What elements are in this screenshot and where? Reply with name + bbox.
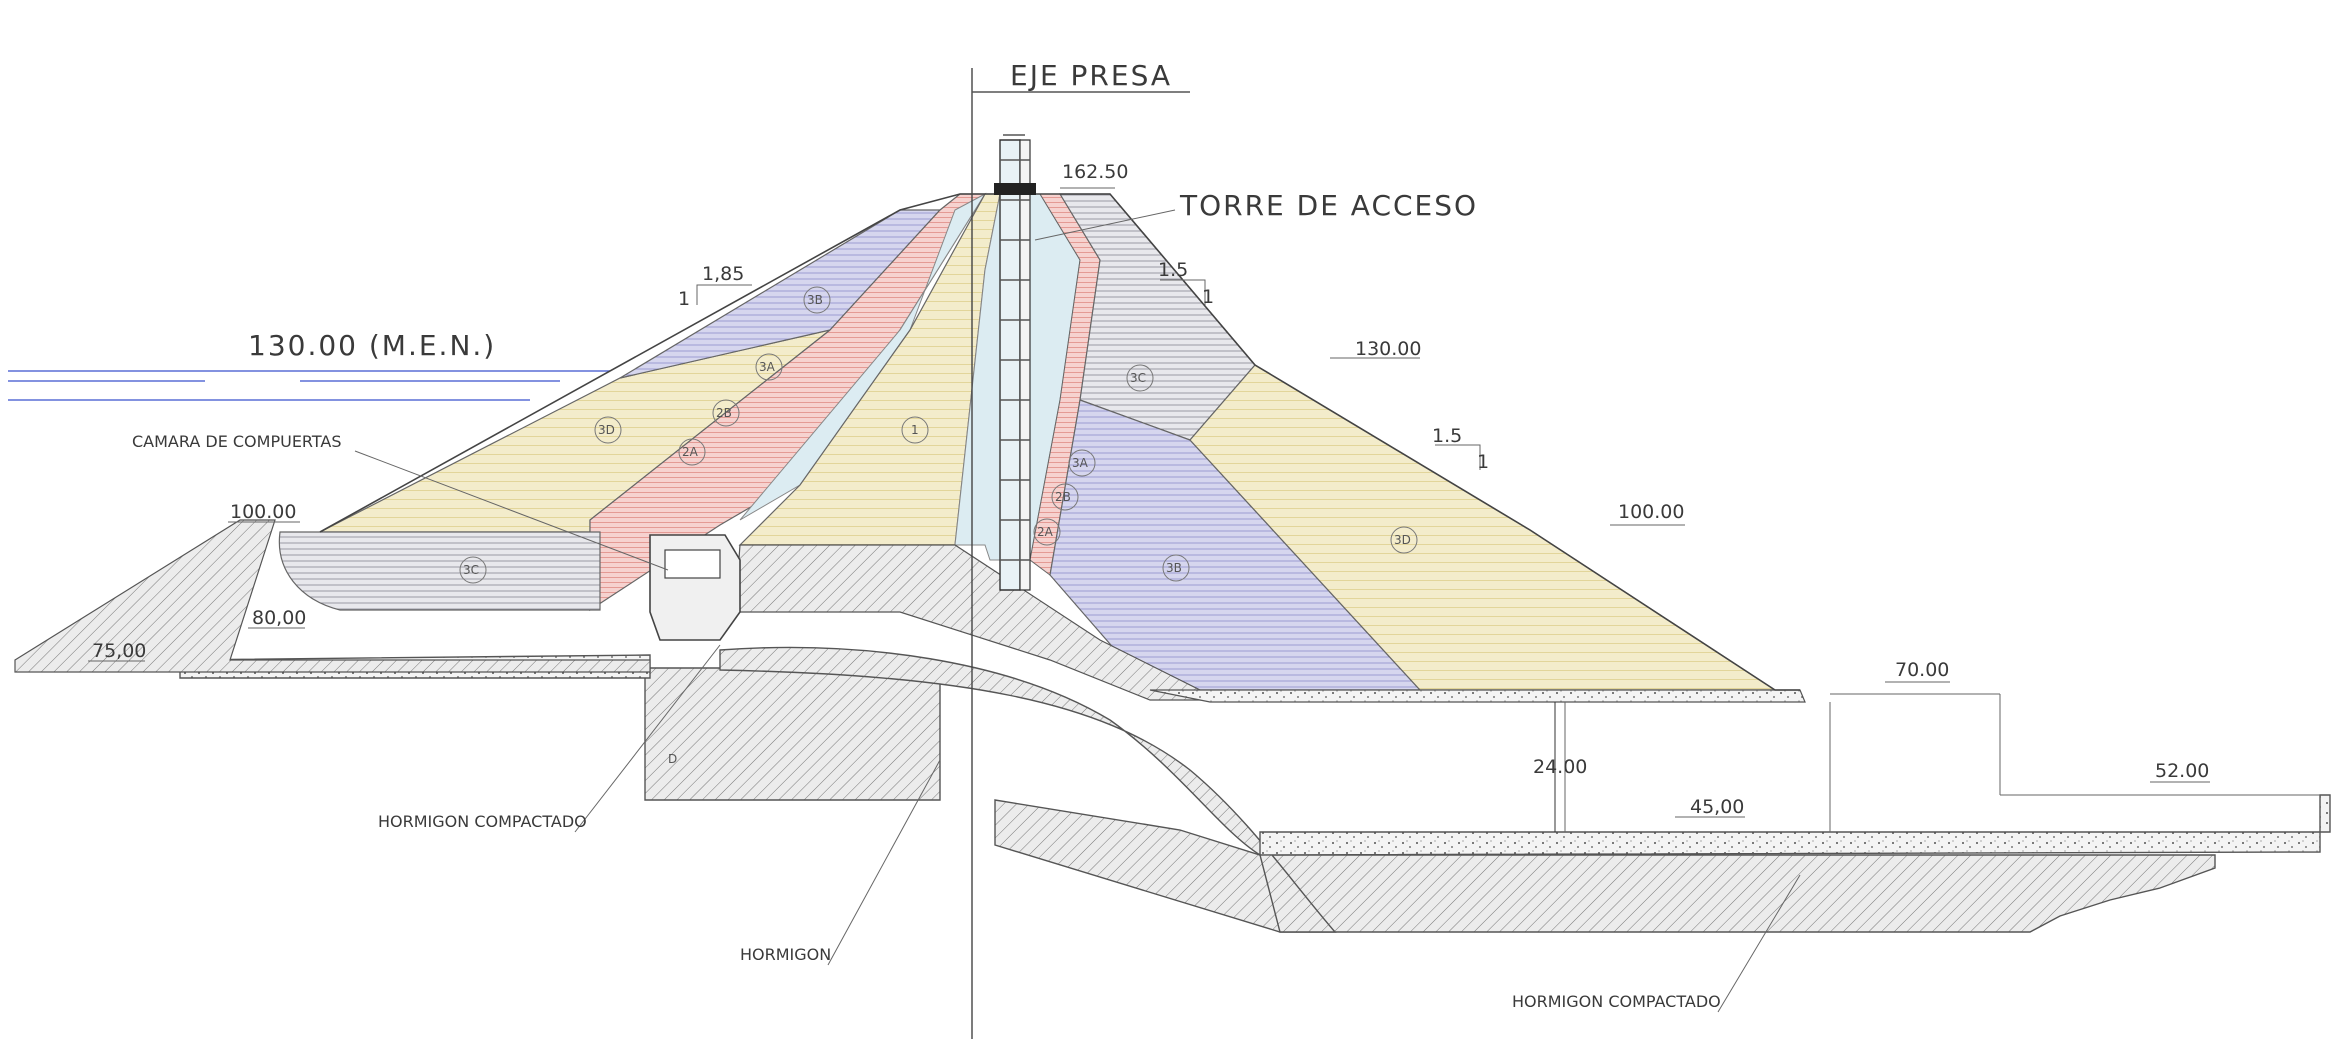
rcc-label-left: HORMIGON COMPACTADO	[378, 812, 587, 831]
zone-tag-2b-up: 2B	[716, 406, 732, 420]
zone-tag-3a-dn: 3A	[1072, 456, 1089, 470]
elevation-75-us: 75,00	[92, 640, 146, 662]
elevation-130-ds: 130.00	[1355, 338, 1421, 360]
zone-tag-3d-dn: 3D	[1394, 533, 1411, 547]
zone-tag-2a-up: 2A	[682, 445, 699, 459]
slope-ds1-h: 1.5	[1158, 259, 1188, 281]
rcc-label-right: HORMIGON COMPACTADO	[1512, 992, 1721, 1011]
slope-ds2-h: 1.5	[1432, 425, 1462, 447]
leader-lines	[354, 209, 2320, 1013]
zone-tags: 3B 3A 2B 2A 3D 1 3C 3C 3A 2B 2A 3B 3D D	[459, 286, 1418, 766]
zone-tag-3b-dn: 3B	[1166, 561, 1182, 575]
zone-tag-2b-dn: 2B	[1055, 490, 1071, 504]
zone-3c-upstream	[278, 531, 601, 611]
reservoir-water-lines	[8, 370, 610, 401]
zone-tag-3d-up: 3D	[598, 423, 615, 437]
zone-tag-3c-dn: 3C	[1130, 371, 1146, 385]
elevation-45-ds: 45,00	[1690, 796, 1744, 818]
elevation-100-ds: 100.00	[1618, 501, 1684, 523]
upstream-apron	[14, 519, 651, 673]
dam-body	[278, 192, 1806, 703]
dam-base-strip	[1149, 689, 1806, 703]
height-dimension: 24.00	[1533, 756, 1587, 778]
rcc-stepped-slab	[994, 799, 2216, 933]
access-tower-label: TORRE DE ACCESO	[1179, 189, 1478, 222]
zone-tag-3b-up: 3B	[807, 293, 823, 307]
gate-chamber-label: CAMARA DE COMPUERTAS	[132, 432, 342, 451]
zone-tag-d: D	[668, 752, 677, 766]
elevation-100-us: 100.00	[230, 501, 296, 523]
slope-upstream-v: 1	[678, 288, 690, 310]
slope-upstream-h: 1,85	[702, 263, 744, 285]
concrete-label: HORMIGON	[740, 945, 831, 964]
elevation-52-ds: 52.00	[2155, 760, 2209, 782]
reservoir-level-label: 130.00 (M.E.N.)	[248, 329, 496, 362]
foundation	[14, 519, 2331, 933]
access-tower	[994, 134, 1036, 591]
zone-tag-3a-up: 3A	[759, 360, 776, 374]
zone-tag-1: 1	[911, 423, 919, 437]
elevation-70-ds: 70.00	[1895, 659, 1949, 681]
elevation-80-us: 80,00	[252, 607, 306, 629]
concrete-block	[644, 667, 941, 801]
gate-chamber-opening	[664, 549, 721, 579]
slope-ds1-v: 1	[1202, 286, 1214, 308]
zone-tag-3c-up: 3C	[463, 563, 479, 577]
slope-marks	[696, 279, 1481, 470]
elevation-crest: 162.50	[1062, 161, 1128, 183]
rcc-curved-mass	[719, 646, 1337, 933]
slope-ds2-v: 1	[1477, 451, 1489, 473]
elevation-markers	[88, 187, 2210, 818]
dam-axis-label: EJE PRESA	[1010, 59, 1172, 92]
zone-tag-2a-dn: 2A	[1037, 525, 1054, 539]
downstream-base-slab	[1259, 794, 2331, 856]
